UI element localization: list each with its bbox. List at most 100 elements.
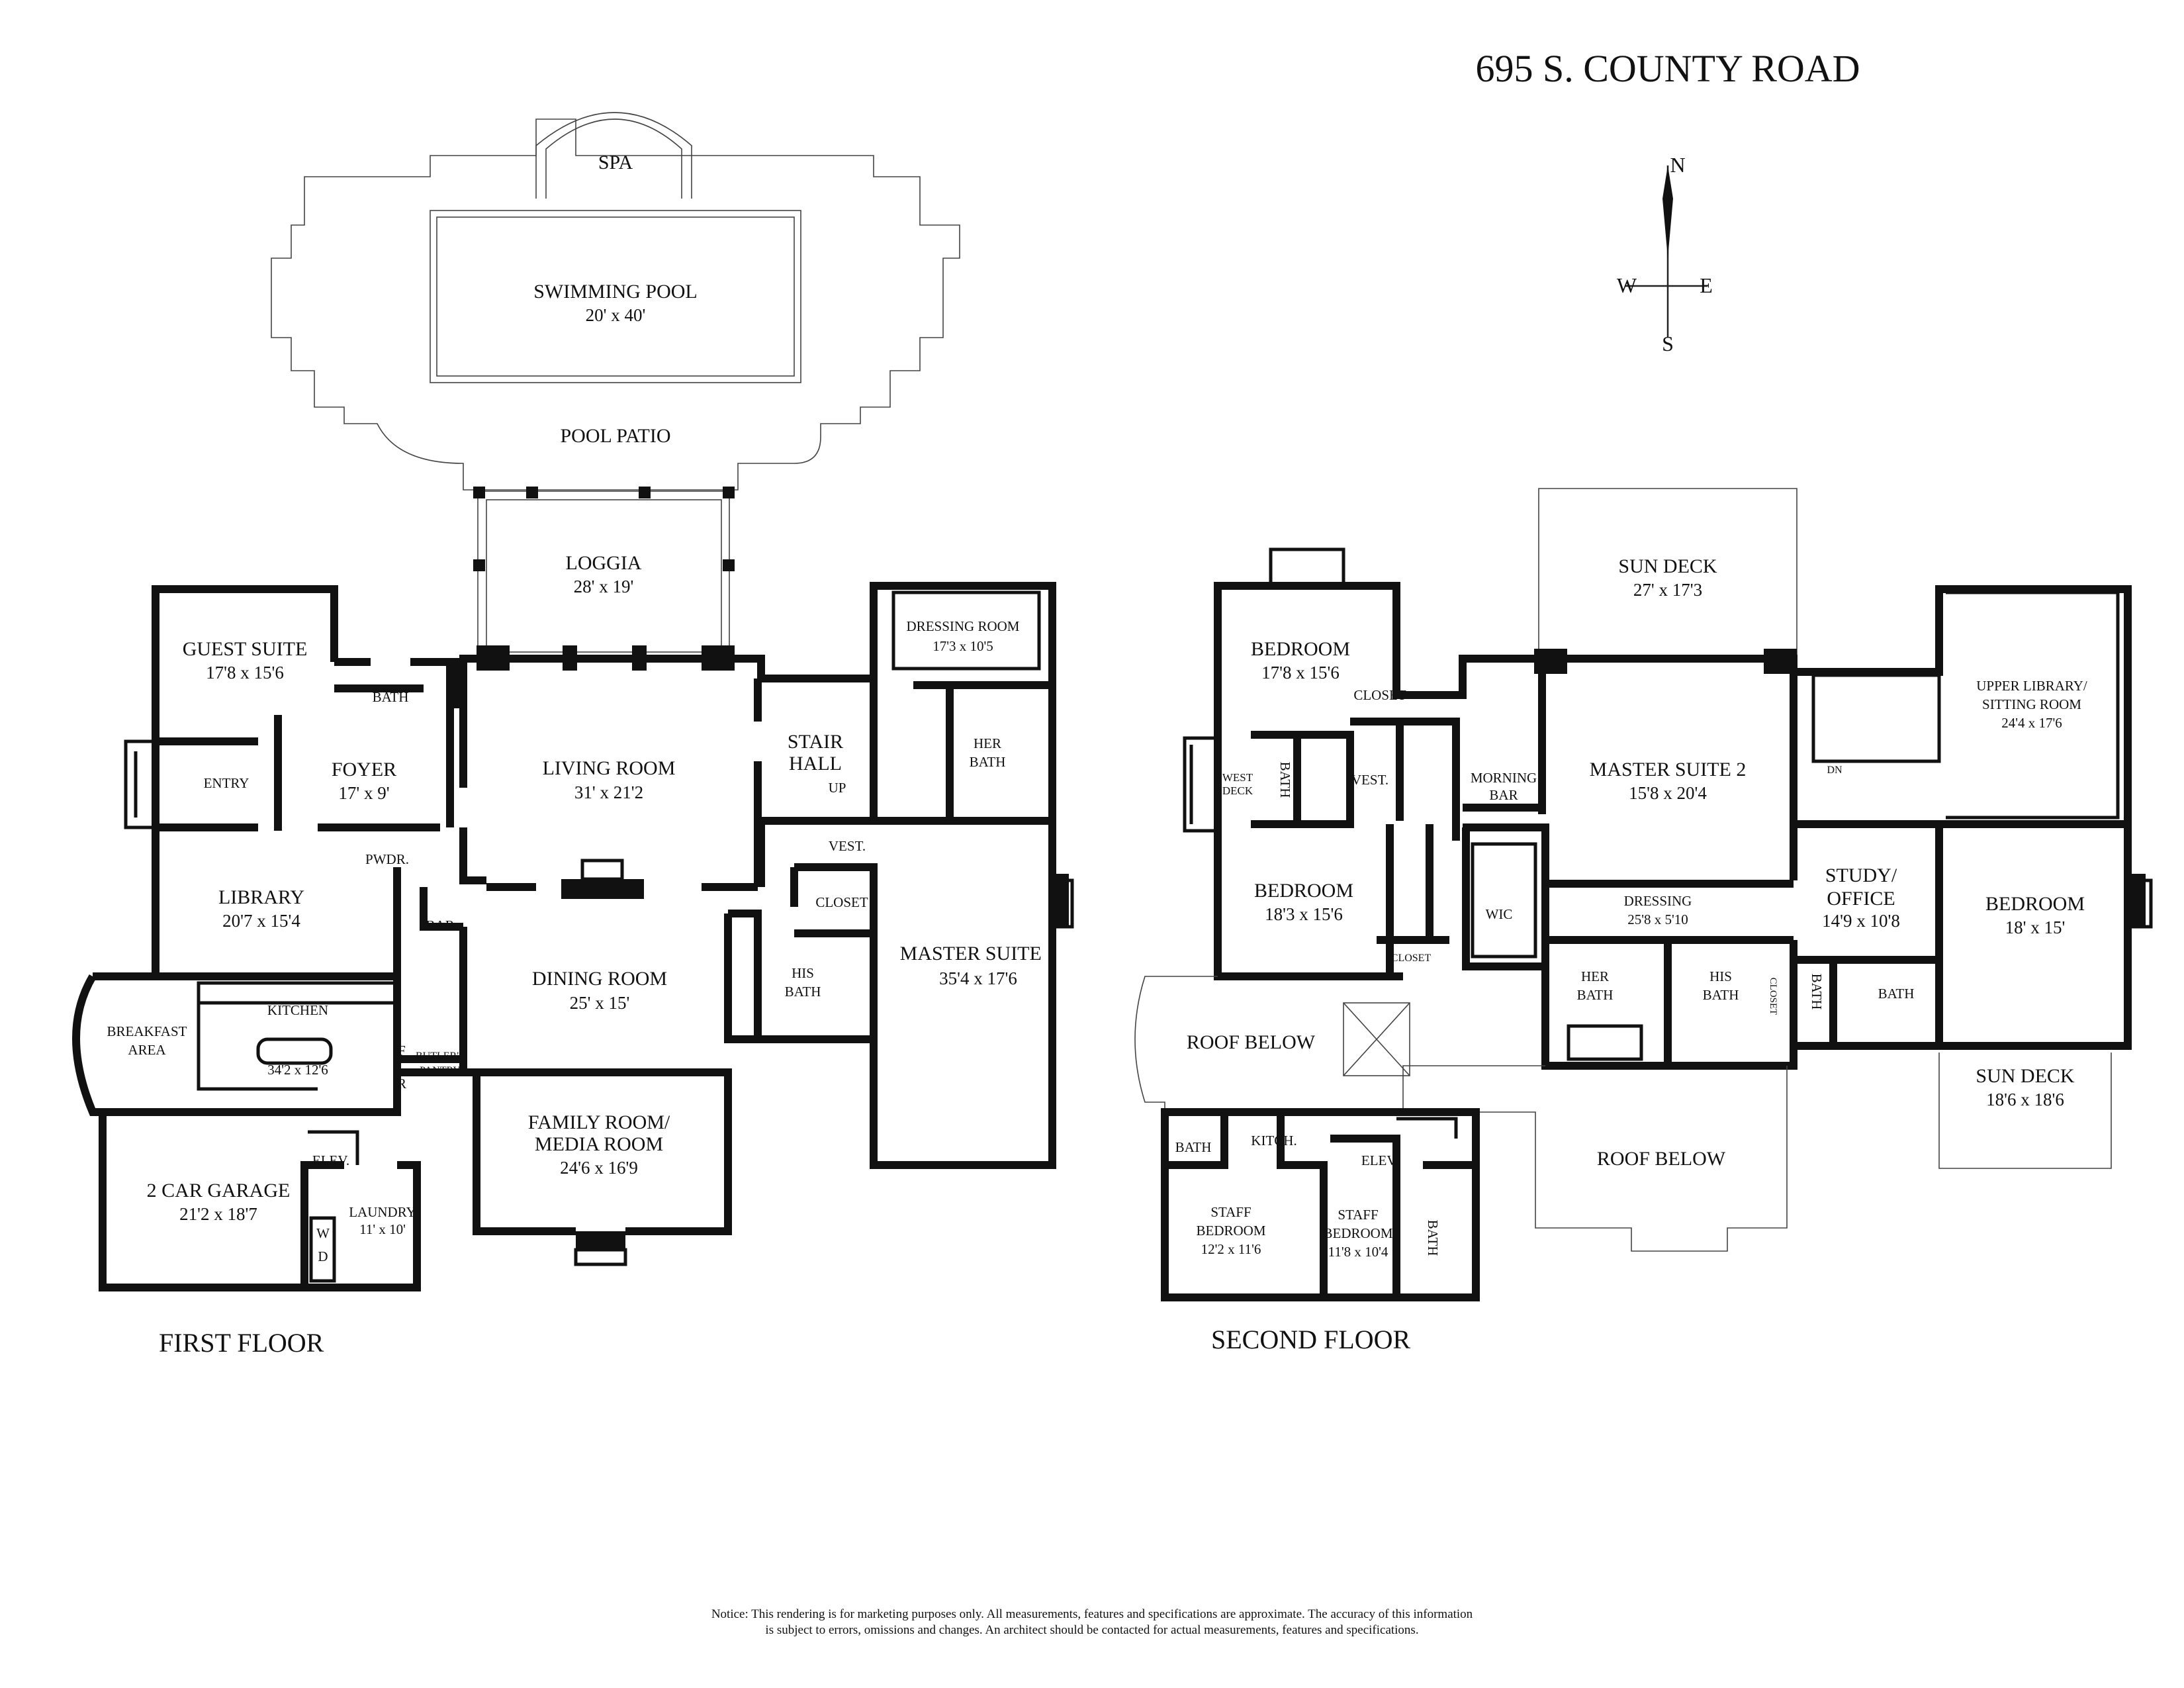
roof-below-west-label: ROOF BELOW [1187,1031,1316,1053]
study-dim: 14'9 x 10'8 [1822,911,1900,931]
staff-bed-1-dim: 12'2 x 11'6 [1201,1241,1261,1257]
vest-label: VEST. [829,838,866,854]
entry-label: ENTRY [204,775,250,791]
upper-library-label-2: SITTING ROOM [1982,696,2081,712]
pool-patio-label: POOL PATIO [561,425,671,447]
pool-dim: 20' x 40' [586,305,646,325]
master-suite-2-dim: 15'8 x 20'4 [1629,783,1707,803]
second-floor-labels: BEDROOM 17'8 x 15'6 CLOSET WEST DECK BAT… [1175,555,2087,1260]
second-floor-walls [1134,488,2153,1301]
compass-n: N [1670,153,1685,177]
property-title: 695 S. COUNTY ROAD [1475,47,1860,90]
staff-bed-1-label-1: STAFF [1210,1204,1251,1220]
dressing-room-label: DRESSING ROOM [907,618,1020,634]
bar-label: BAR [426,917,454,933]
bath-e-vertical-label: BATH [1809,974,1825,1010]
pool-label: SWIMMING POOL [533,281,698,303]
dressing-label: DRESSING [1624,893,1692,909]
notice-line-1: Notice: This rendering is for marketing … [711,1607,1473,1621]
bedroom-w-dim: 18'3 x 15'6 [1265,904,1343,924]
bath-e-label: BATH [1878,986,1915,1002]
loggia-dim: 28' x 19' [574,577,634,596]
dressing-dim: 25'8 x 5'10 [1627,912,1688,927]
bedroom-nw-dim: 17'8 x 15'6 [1261,663,1340,682]
stair-hall-label-1: STAIR [788,731,843,753]
guest-suite-label: GUEST SUITE [183,638,308,660]
garage-label: 2 CAR GARAGE [147,1180,291,1201]
first-floor-walls [72,582,1074,1291]
bedroom-nw-label: BEDROOM [1251,638,1350,660]
foyer-label: FOYER [332,759,396,780]
compass-e: E [1700,273,1713,297]
kitch-label: KITCH. [1251,1133,1297,1149]
closet-label: CLOSET [815,894,868,910]
her-bath-label-1: HER [974,735,1001,751]
her-bath-label-2: BATH [970,754,1006,770]
family-room-label-2: MEDIA ROOM [535,1133,663,1155]
sun-deck-north-dim: 27' x 17'3 [1633,580,1702,600]
guest-bath-label: BATH [373,689,409,705]
butlers-pantry-label-2: PANTRY [420,1065,461,1076]
kitchen-label: KITCHEN [267,1002,328,1018]
her-bath-2-label-1: HER [1581,968,1609,984]
dressing-room-dim: 17'3 x 10'5 [933,638,993,654]
morning-bar-label-1: MORNING [1471,770,1537,786]
breakfast-label-2: AREA [128,1042,166,1058]
washer-label: W [316,1225,330,1241]
closet-vertical-label: CLOSET [1768,978,1778,1015]
stair-hall-label-2: HALL [789,753,842,774]
dryer-label: D [318,1248,328,1264]
bedroom-e-dim: 18' x 15' [2005,917,2066,937]
staff-bed-2-label-1: STAFF [1338,1207,1378,1223]
loggia-label: LOGGIA [566,552,642,574]
study-label-1: STUDY/ [1825,865,1897,886]
guest-suite-dim: 17'8 x 15'6 [206,663,284,682]
his-bath-2-label-1: HIS [1709,968,1732,984]
study-label-2: OFFICE [1827,888,1895,910]
fridge-f-label: F [398,1043,406,1058]
laundry-label: LAUNDRY [349,1204,416,1220]
family-room-dim: 24'6 x 16'9 [560,1158,638,1178]
closet-nw-label: CLOSET [1353,687,1406,703]
bedroom-w-label: BEDROOM [1254,880,1353,902]
loggia: LOGGIA 28' x 19' [473,487,735,661]
her-bath-2-label-2: BATH [1577,987,1614,1003]
spa-label: SPA [598,152,633,173]
compass-icon: N S W E [1617,153,1713,355]
compass-w: W [1617,273,1637,297]
dining-room-dim: 25' x 15' [570,993,630,1013]
first-floor-label: FIRST FLOOR [159,1328,324,1358]
his-bath-label-2: BATH [785,984,821,1000]
sun-deck-se-label: SUN DECK [1976,1065,2075,1087]
foyer-dim: 17' x 9' [338,783,389,803]
pwdr-label: PWDR. [365,851,409,867]
master-suite-1-dim: 35'4 x 17'6 [939,968,1017,988]
library-label: LIBRARY [218,886,304,908]
laundry-dim: 11' x 10' [359,1221,406,1237]
family-room-label-1: FAMILY ROOM/ [528,1111,670,1133]
upper-library-dim: 24'4 x 17'6 [2001,715,2062,731]
his-bath-label-1: HIS [792,965,814,981]
his-bath-2-label-2: BATH [1703,987,1739,1003]
butlers-pantry-label-1: BUTLER'S [416,1051,465,1062]
garage-dim: 21'2 x 18'7 [179,1204,257,1224]
fridge-r-label: R [397,1076,406,1092]
west-deck-label-2: DECK [1222,784,1253,797]
vest-2-label: VEST. [1351,772,1388,788]
staff-bath-label: BATH [1175,1139,1212,1155]
elev-label: ELEV. [312,1152,349,1168]
west-deck-label-1: WEST [1222,771,1253,784]
bath-nw-label: BATH [1277,762,1293,798]
kitchen-dim: 34'2 x 12'6 [267,1062,328,1078]
staff-bed-2-dim: 11'8 x 10'4 [1328,1244,1388,1260]
notice-line-2: is subject to errors, omissions and chan… [765,1623,1419,1637]
sun-deck-north-label: SUN DECK [1618,555,1717,577]
staff-bed-2-label-2: BEDROOM [1323,1225,1392,1241]
up-label: UP [829,780,846,796]
roof-below-south-label: ROOF BELOW [1597,1148,1726,1170]
elev-2-label: ELEV. [1361,1152,1398,1168]
master-suite-1-label: MASTER SUITE 1 [900,943,1057,964]
staff-bed-1-label-2: BEDROOM [1196,1223,1265,1239]
sun-deck-se-dim: 18'6 x 18'6 [1986,1090,2064,1109]
